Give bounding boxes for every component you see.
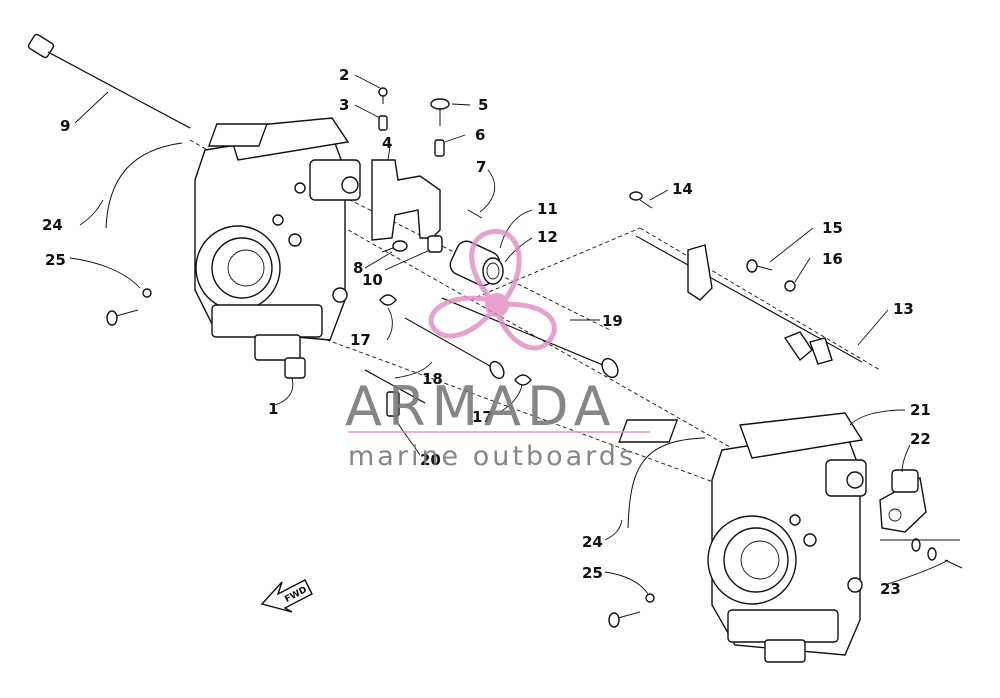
- sensor-22: [879, 469, 927, 533]
- clamp-17-top: [379, 294, 397, 306]
- callout-23: 23: [880, 580, 901, 598]
- callout-24-left: 24: [42, 216, 63, 234]
- callout-8: 8: [353, 259, 363, 277]
- fasteners-23: [911, 538, 963, 569]
- screw-8: [381, 240, 408, 253]
- callout-1: 1: [268, 400, 278, 418]
- tee-fitting-20: [364, 369, 426, 417]
- callout-7: 7: [476, 158, 486, 176]
- bushing-10: [427, 235, 443, 253]
- callout-6: 6: [475, 126, 485, 144]
- callout-12: 12: [537, 228, 558, 246]
- fuel-hose-19: [441, 297, 619, 379]
- callout-3: 3: [339, 96, 349, 114]
- throttle-shaft-13: [635, 235, 863, 365]
- callout-18: 18: [422, 370, 443, 388]
- callout-25-right: 25: [582, 564, 603, 582]
- screw-5: [430, 98, 450, 126]
- callout-13: 13: [893, 300, 914, 318]
- callout-2: 2: [339, 66, 349, 84]
- screw-15: [746, 259, 773, 273]
- screw-25-left: [106, 288, 152, 326]
- fwd-arrow-icon: FWD: [260, 579, 313, 613]
- callout-11: 11: [537, 200, 558, 218]
- carburetor-left: [194, 117, 361, 379]
- callout-5: 5: [478, 96, 488, 114]
- nut-16: [784, 280, 796, 292]
- vent-hose-24-left: [105, 142, 183, 229]
- callout-22: 22: [910, 430, 931, 448]
- callout-10: 10: [362, 271, 383, 289]
- callout-14: 14: [672, 180, 693, 198]
- screw-25-right: [608, 593, 655, 628]
- callout-19: 19: [602, 312, 623, 330]
- callout-25-left: 25: [45, 251, 66, 269]
- screw-2: [378, 87, 388, 104]
- vent-hose-24-right: [627, 437, 706, 529]
- callout-4: 4: [382, 134, 392, 152]
- carburetor-right: [618, 412, 867, 663]
- callout-labels: 1 2 3 4 5 6 7 8 9 10 11 12 13 14 15 16 1…: [42, 66, 931, 598]
- fuel-hose-18: [404, 317, 505, 380]
- callout-24-right: 24: [582, 533, 603, 551]
- callout-16: 16: [822, 250, 843, 268]
- callout-17-a: 17: [350, 331, 371, 349]
- screw-14: [629, 191, 653, 209]
- spring-3: [378, 115, 388, 131]
- watermark: ARMADA marine outboards: [345, 375, 650, 472]
- propeller-logo-icon: [428, 228, 557, 351]
- bolt-9: [27, 33, 191, 129]
- spring-6: [434, 139, 445, 157]
- callout-17-b: 17: [472, 408, 493, 426]
- watermark-title: ARMADA: [345, 375, 617, 438]
- callout-9: 9: [60, 117, 70, 135]
- watermark-subtitle: marine outboards: [348, 441, 636, 472]
- callout-21: 21: [910, 401, 931, 419]
- clamp-17-bottom: [514, 374, 532, 386]
- screw-7: [467, 209, 483, 219]
- callout-20: 20: [420, 451, 441, 469]
- callout-15: 15: [822, 219, 843, 237]
